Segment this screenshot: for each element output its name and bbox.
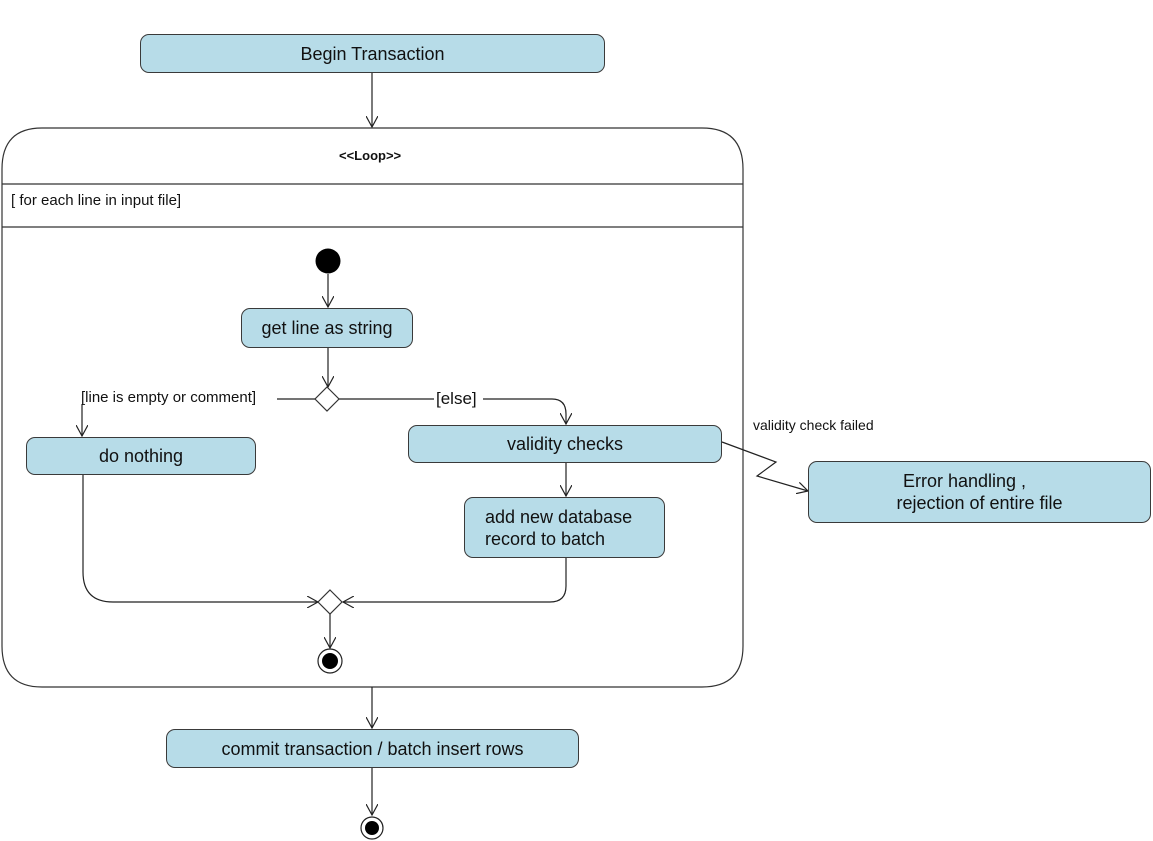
do-nothing-node: do nothing — [26, 437, 256, 475]
loop-title: <<Loop>> — [339, 148, 402, 163]
get-line-label: get line as string — [261, 318, 393, 338]
edge-addrecord-merge — [343, 558, 567, 602]
begin-transaction-label: Begin Transaction — [300, 43, 445, 64]
decision-node — [314, 386, 340, 412]
guard-else: [else] — [436, 389, 477, 408]
error-handling-label-line1: Error handling , — [902, 471, 1027, 491]
loop-condition: [ for each line in input file] — [11, 192, 182, 209]
loop-final-node-dot — [322, 653, 338, 669]
guard-validity-failed: validity check failed — [753, 417, 874, 433]
edge-decision-validity — [483, 398, 566, 424]
loop-frame — [1, 127, 744, 688]
error-handling-node: Error handling , rejection of entire fil… — [808, 461, 1151, 523]
error-handling-label-line2: rejection of entire file — [896, 493, 1063, 513]
edge-donothing-merge — [82, 475, 318, 602]
do-nothing-label: do nothing — [98, 446, 184, 466]
get-line-node: get line as string — [241, 308, 413, 348]
initial-node — [315, 248, 341, 274]
validity-checks-node: validity checks — [408, 425, 722, 463]
add-record-label-line1: add new database — [485, 506, 633, 527]
add-record-label-line2: record to batch — [485, 528, 606, 549]
final-node-dot — [365, 821, 379, 835]
validity-checks-label: validity checks — [506, 434, 624, 454]
commit-label: commit transaction / batch insert rows — [221, 738, 524, 759]
commit-node: commit transaction / batch insert rows — [166, 729, 579, 768]
begin-transaction-node: Begin Transaction — [140, 34, 605, 73]
guard-empty-or-comment: [line is empty or comment] — [81, 389, 257, 406]
edge-validity-error — [721, 441, 808, 491]
add-record-node: add new database record to batch — [464, 497, 665, 558]
